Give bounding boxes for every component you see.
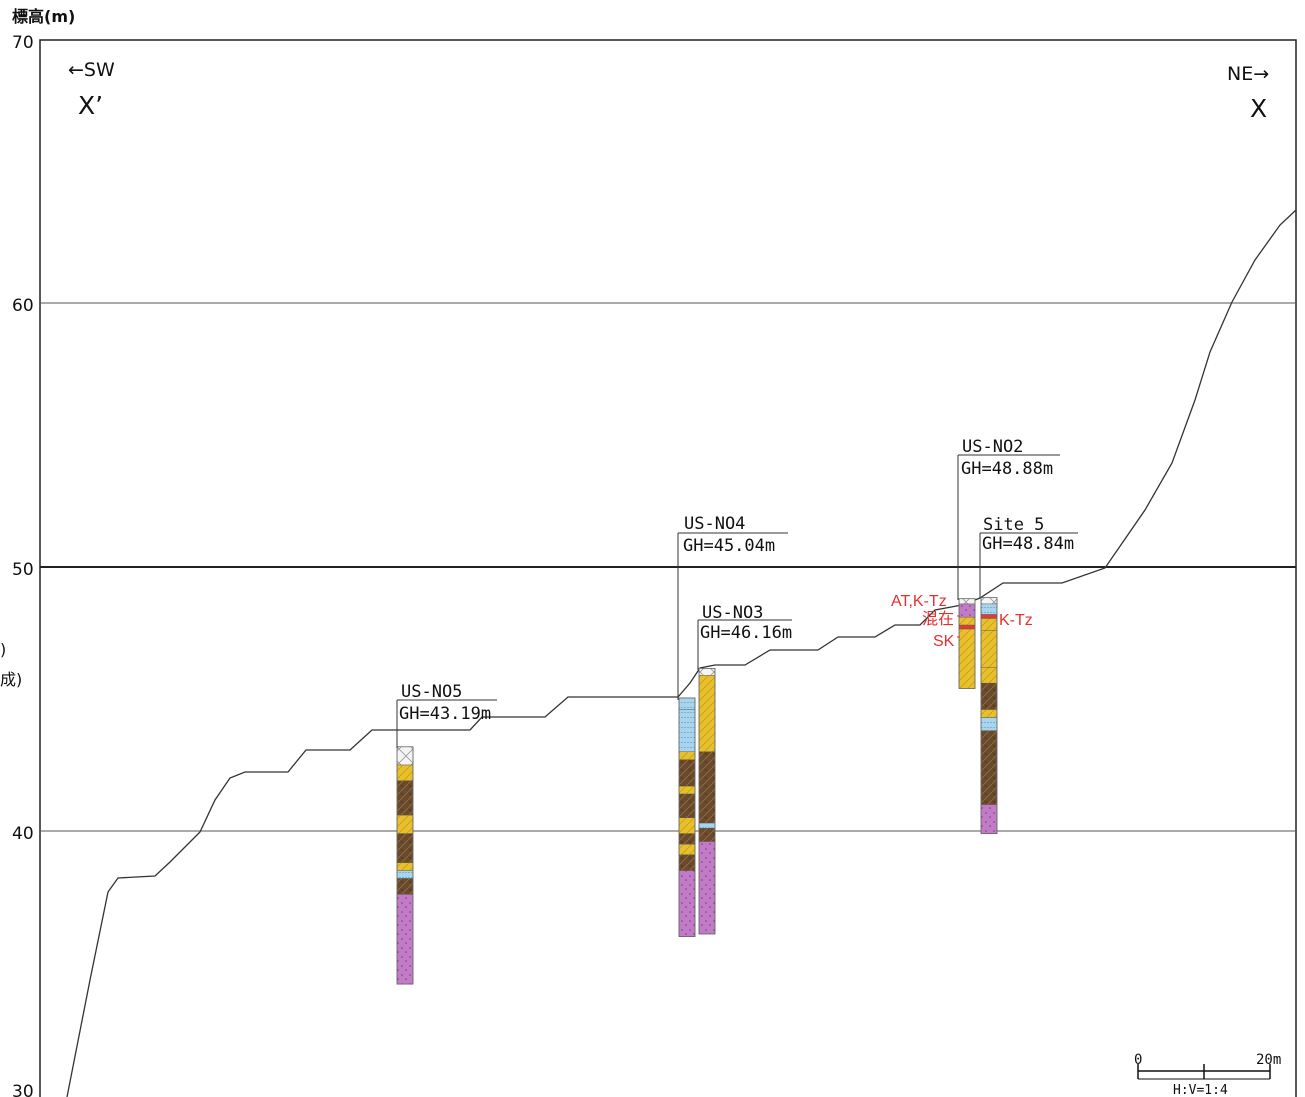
- borehole-outline: [396, 746, 414, 985]
- scale-bar-start-label: 0: [1134, 1052, 1142, 1068]
- edge-fragment-2: 成): [0, 670, 22, 689]
- borehole-layer-clay: [678, 697, 696, 710]
- borehole-gh-us-no5: GH=43.19m: [399, 704, 491, 724]
- borehole-layer-sand: [980, 618, 998, 631]
- borehole-outline: [698, 667, 716, 935]
- tephra-label-at-ktz: AT,K-Tz: [891, 593, 947, 610]
- scale-bar-ratio-label: H:V=1:4: [1173, 1083, 1228, 1097]
- borehole-layer-soil: [678, 759, 696, 787]
- borehole-outline: [958, 598, 976, 689]
- borehole-layer-clay: [678, 709, 696, 752]
- borehole-layer-sand: [980, 630, 998, 668]
- borehole-outline: [678, 697, 696, 937]
- borehole-id-us-no4: US-NO4: [684, 514, 745, 534]
- borehole-layer-soil: [698, 751, 716, 760]
- borehole-layer-sand: [980, 667, 998, 684]
- borehole-layer-sand: [678, 817, 696, 834]
- tephra-label-ktz: K-Tz: [999, 612, 1033, 629]
- borehole-layer-soil: [980, 682, 998, 710]
- borehole-layer-fill: [980, 597, 998, 605]
- borehole-layer-fill: [958, 598, 976, 605]
- tick-label-50: 50: [12, 560, 34, 580]
- borehole-layer-sand: [678, 751, 696, 760]
- borehole-layer-sand: [958, 628, 976, 689]
- borehole-layer-clay: [980, 603, 998, 615]
- borehole-layer-rock: [396, 894, 414, 985]
- borehole-gh-us-no4: GH=45.04m: [683, 536, 775, 556]
- tick-label-30: 30: [12, 1082, 34, 1097]
- boreholes-group: [396, 597, 998, 985]
- borehole-layer-soil: [698, 759, 716, 824]
- borehole-gh-site-5: GH=48.84m: [982, 534, 1074, 554]
- borehole-layer-tephra: [958, 624, 976, 630]
- borehole-layer-clay: [698, 822, 716, 829]
- ne-direction-label: NE→: [1227, 63, 1269, 85]
- borehole-layer-rock: [678, 870, 696, 937]
- borehole-layer-soil: [396, 780, 414, 792]
- borehole-gh-us-no3: GH=46.16m: [700, 623, 792, 643]
- borehole-layer-sand: [698, 675, 716, 752]
- borehole-id-us-no5: US-NO5: [401, 682, 462, 702]
- borehole-layer-rock: [980, 804, 998, 834]
- borehole-layer-rock: [698, 841, 716, 935]
- borehole-layer-tephra: [980, 614, 998, 619]
- borehole-labels: US-NO5 GH=43.19m US-NO4 GH=45.04m US-NO3…: [396, 437, 1078, 748]
- plot-frame: [39, 39, 1297, 1097]
- borehole-layer-sand: [396, 862, 414, 871]
- tick-label-70: 70: [12, 33, 34, 53]
- borehole-id-site-5: Site 5: [983, 515, 1044, 535]
- borehole-gh-us-no2: GH=48.88m: [961, 459, 1053, 479]
- tephra-annotations: AT,K-Tz 混在 SK K-Tz: [891, 593, 1033, 650]
- borehole-layer-sand: [396, 764, 414, 782]
- edge-fragment-1: ): [0, 640, 6, 659]
- borehole-id-us-no3: US-NO3: [702, 603, 763, 623]
- axis-title: 標高(m): [12, 7, 75, 26]
- borehole-layer-soil: [396, 878, 414, 895]
- borehole-column-us-no2: [958, 598, 976, 689]
- borehole-layer-soil: [698, 828, 716, 842]
- borehole-layer-sand: [678, 844, 696, 855]
- borehole-layer-soil: [678, 854, 696, 871]
- x-label: X: [1250, 94, 1267, 123]
- tick-label-60: 60: [12, 296, 34, 316]
- borehole-layer-sand: [396, 814, 414, 834]
- borehole-id-us-no2: US-NO2: [962, 437, 1023, 457]
- borehole-column-us-no5: [396, 746, 414, 985]
- borehole-column-us-no3: [698, 667, 716, 935]
- borehole-column-site-5: [980, 597, 998, 835]
- tephra-label-sk: SK: [933, 633, 955, 650]
- ground-surface-profile: [66, 209, 1297, 1097]
- borehole-outline: [980, 597, 998, 835]
- borehole-layer-sand: [678, 785, 696, 795]
- borehole-layer-sand: [980, 709, 998, 718]
- scale-bar-end-label: 20m: [1256, 1052, 1281, 1068]
- scale-bar: 0 20m H:V=1:4: [1134, 1052, 1281, 1097]
- borehole-layer-soil: [980, 730, 998, 805]
- borehole-layer-clay: [396, 870, 414, 879]
- borehole-layer-fill: [698, 668, 716, 676]
- tick-label-40: 40: [12, 824, 34, 844]
- x-prime-label: X’: [78, 91, 103, 120]
- tephra-label-mixed: 混在: [922, 610, 954, 628]
- borehole-layer-soil: [678, 793, 696, 818]
- borehole-layer-sand: [958, 616, 976, 626]
- borehole-layer-soil: [396, 791, 414, 816]
- borehole-layer-fill: [396, 746, 414, 766]
- borehole-layer-rock: [958, 603, 976, 618]
- borehole-layer-soil: [678, 833, 696, 845]
- borehole-layer-soil: [396, 833, 414, 863]
- sw-direction-label: ←SW: [68, 59, 115, 81]
- borehole-column-us-no4: [678, 697, 696, 937]
- borehole-layer-clay: [980, 717, 998, 731]
